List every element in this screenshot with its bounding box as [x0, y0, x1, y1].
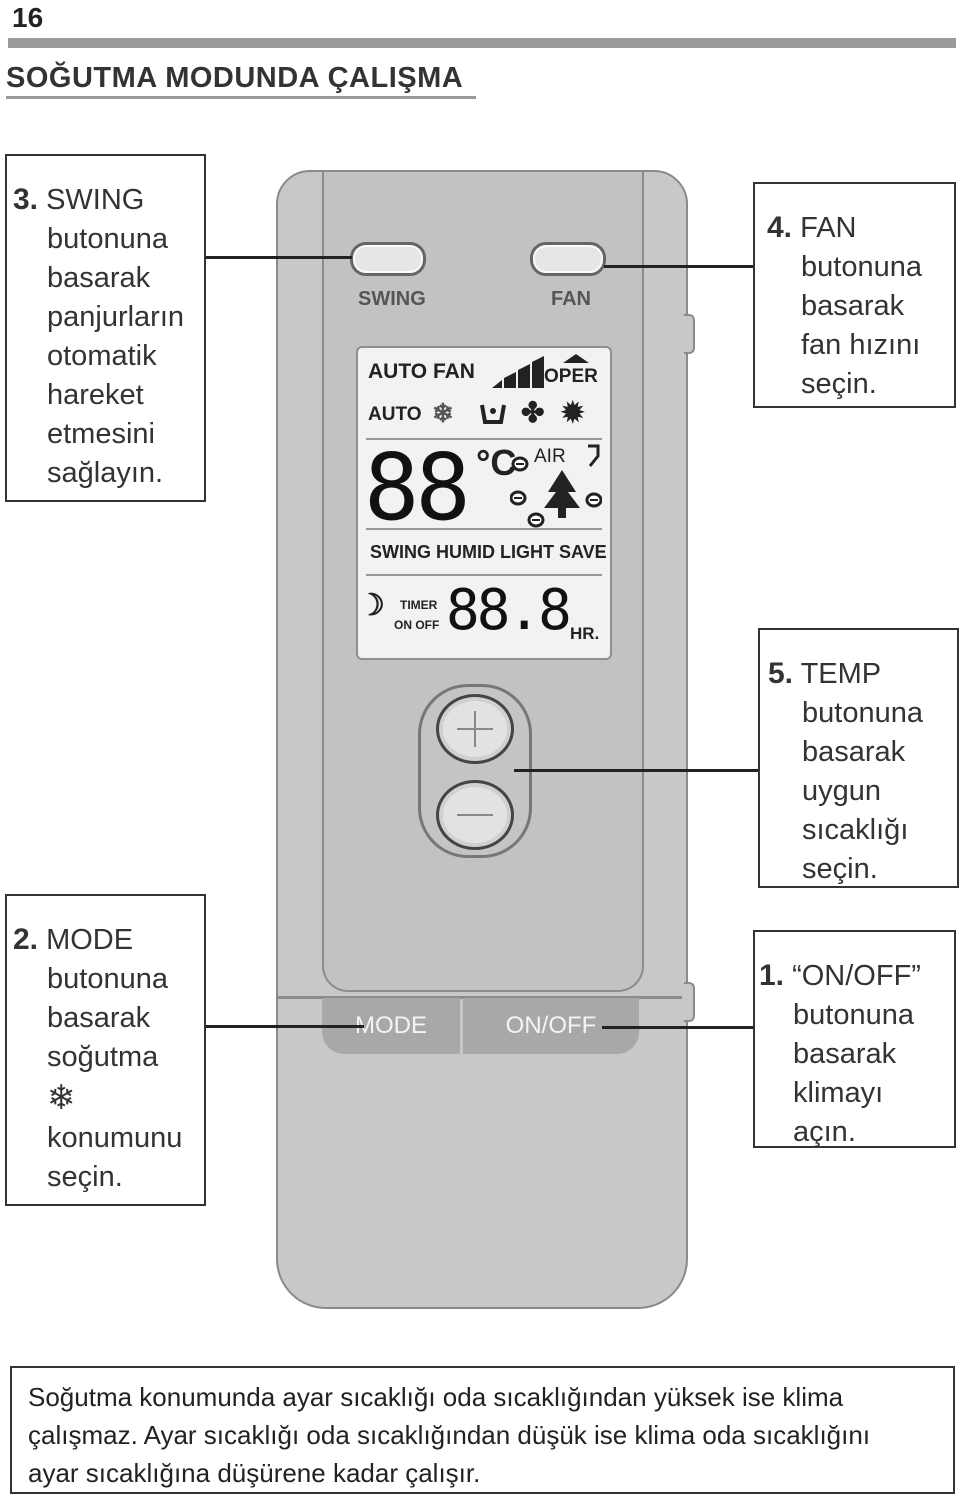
- lcd-heat-mode-icon: ✹: [561, 397, 585, 428]
- temp-step-number: 5.: [768, 657, 794, 690]
- fan-speed-bars-icon: [492, 356, 544, 388]
- swing-button[interactable]: [350, 242, 426, 276]
- fan-leader-line: [604, 265, 754, 268]
- swing-text-line: panjurların: [47, 301, 185, 333]
- lcd-tree-ion-icon: [510, 444, 602, 528]
- plus-icon: [457, 711, 493, 747]
- lcd-auto-fan: AUTO FAN: [368, 360, 475, 383]
- swing-text-line: hareket: [47, 379, 144, 411]
- fan-text-line: basarak: [801, 290, 905, 322]
- lcd-air: AIR: [534, 446, 566, 467]
- oper-arrow-icon: [563, 354, 589, 363]
- fan-text-line: fan hızını: [801, 329, 921, 361]
- fan-text-line: butonuna: [801, 251, 922, 283]
- mode-text-line: seçin.: [47, 1161, 123, 1193]
- info-note: Soğutma konumunda ayar sıcaklığı oda sıc…: [10, 1366, 955, 1494]
- mode-leader-line: [204, 1025, 364, 1028]
- lcd-on-off: ON OFF: [394, 618, 440, 632]
- swing-text-line: SWING: [46, 184, 145, 216]
- heading-underline: [6, 96, 476, 99]
- lcd-snowflake-icon: ❄: [432, 398, 454, 428]
- lcd-separator: [366, 528, 602, 530]
- onoff-callout: 1. “ON/OFF” butonuna basarak klimayı açı…: [753, 930, 956, 1148]
- swing-callout: 3. SWING butonuna basarak panjurların ot…: [5, 154, 206, 502]
- fan-button-label: FAN: [551, 288, 591, 310]
- mode-callout: 2. MODE butonuna basarak soğutma ❄ konum…: [5, 894, 206, 1206]
- swing-text-line: etmesini: [47, 418, 155, 450]
- temp-text-line: seçin.: [802, 853, 878, 885]
- fan-step-number: 4.: [767, 211, 793, 244]
- fan-button[interactable]: [530, 242, 606, 276]
- swing-text-line: otomatik: [47, 340, 157, 372]
- temp-text-line: uygun: [802, 775, 882, 807]
- mode-text-line: soğutma: [47, 1041, 159, 1073]
- lcd-dry-icon: [480, 404, 506, 424]
- onoff-text-line: butonuna: [793, 999, 914, 1031]
- lcd-hr: HR.: [570, 624, 600, 643]
- onoff-step-number: 1.: [759, 959, 785, 992]
- lcd-temp-digits: 88: [364, 434, 471, 541]
- lcd-display: AUTO FAN OPER AUTO ❄ ✤ ✹ 88 °C AIR SWING…: [356, 346, 612, 660]
- minus-icon: [457, 814, 493, 816]
- snowflake-icon: ❄: [47, 1079, 76, 1117]
- fan-callout: 4. FAN butonuna basarak fan hızını seçin…: [753, 182, 956, 408]
- onoff-text-line: “ON/OFF”: [792, 960, 921, 992]
- temp-text-line: basarak: [802, 736, 906, 768]
- temp-text-line: sıcaklığı: [802, 814, 909, 846]
- mode-step-number: 2.: [13, 923, 39, 956]
- note-line: Soğutma konumunda ayar sıcaklığı oda sıc…: [28, 1382, 844, 1412]
- temp-callout: 5. TEMP butonuna basarak uygun sıcaklığı…: [758, 628, 959, 888]
- fan-text-line: seçin.: [801, 368, 877, 400]
- lcd-sleep-icon: ☽: [358, 589, 385, 622]
- onoff-leader-line: [602, 1026, 754, 1029]
- lcd-separator: [366, 438, 602, 440]
- page-number: 16: [12, 2, 44, 33]
- remote-divider: [278, 996, 682, 999]
- mode-text-line: MODE: [46, 924, 134, 956]
- lcd-separator: [366, 574, 602, 576]
- lcd-timer: TIMER: [400, 598, 438, 612]
- lcd-celsius: °C: [476, 442, 517, 483]
- mode-text-line: basarak: [47, 1002, 151, 1034]
- swing-leader-line: [204, 256, 352, 259]
- onoff-text-line: klimayı: [793, 1077, 884, 1109]
- temp-down-button[interactable]: [436, 780, 514, 850]
- lcd-fan-mode-icon: ✤: [521, 397, 545, 428]
- mode-button-label: MODE: [355, 1012, 427, 1039]
- onoff-text-line: basarak: [793, 1038, 897, 1070]
- mode-text-line: butonuna: [47, 963, 168, 995]
- swing-text-line: basarak: [47, 262, 151, 294]
- fan-text-line: FAN: [800, 212, 857, 244]
- temp-text-line: butonuna: [802, 697, 923, 729]
- temp-up-button[interactable]: [436, 694, 514, 764]
- top-rule: [8, 38, 956, 48]
- remote-side-tab: [684, 982, 695, 1022]
- remote-side-tab: [684, 314, 695, 354]
- lcd-auto-mode: AUTO: [368, 404, 422, 425]
- swing-text-line: sağlayın.: [47, 457, 164, 489]
- note-line: ayar sıcaklığına düşürene kadar çalışır.: [28, 1458, 481, 1488]
- page-heading: SOĞUTMA MODUNDA ÇALIŞMA: [6, 62, 464, 94]
- swing-button-label: SWING: [358, 288, 426, 310]
- lcd-function-labels: SWING HUMID LIGHT SAVE: [370, 542, 607, 562]
- lcd-oper: OPER: [544, 366, 598, 387]
- temp-leader-line: [514, 769, 758, 772]
- onoff-button-label: ON/OFF: [505, 1012, 597, 1039]
- mode-text-line: konumunu: [47, 1122, 183, 1154]
- swing-text-line: butonuna: [47, 223, 168, 255]
- temp-text-line: TEMP: [800, 658, 882, 690]
- note-line: çalışmaz. Ayar sıcaklığı oda sıcaklığınd…: [28, 1420, 871, 1450]
- onoff-text-line: açın.: [793, 1116, 856, 1148]
- lcd-timer-digits: 88.8: [446, 578, 572, 643]
- swing-step-number: 3.: [13, 183, 39, 216]
